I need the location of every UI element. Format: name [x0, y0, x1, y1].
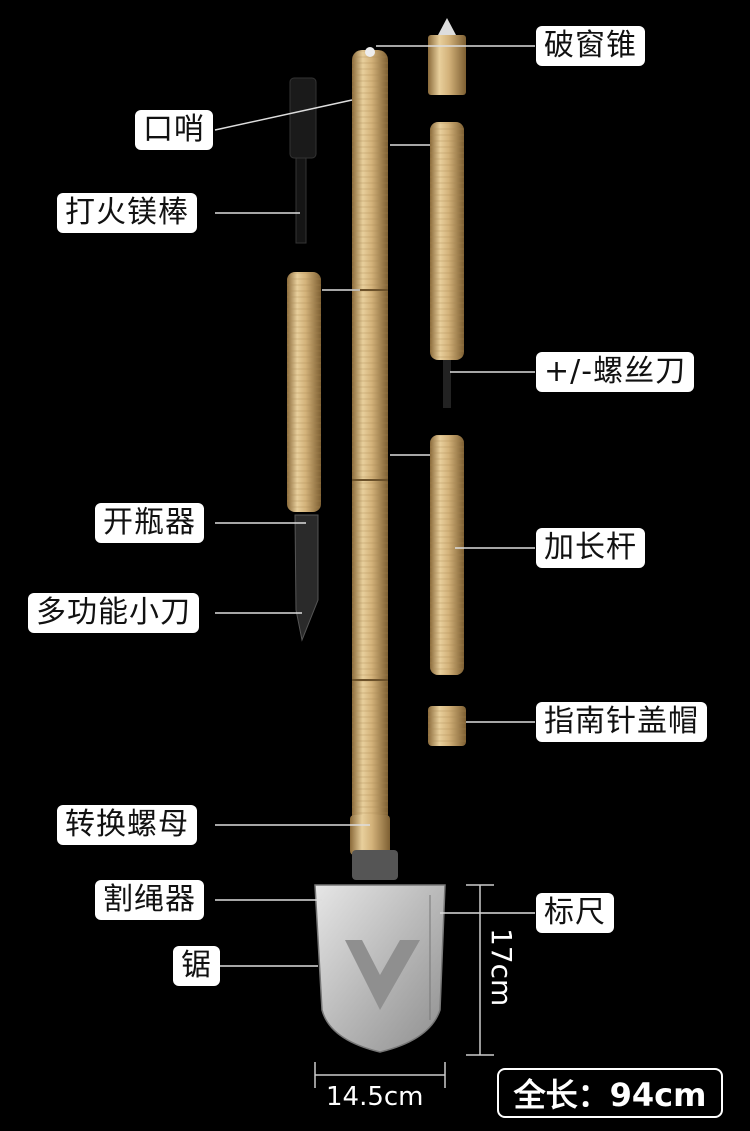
knife-part — [287, 272, 321, 642]
shovel-blade — [314, 850, 446, 1053]
label-glass-breaker: 破窗锥 — [536, 26, 645, 66]
compass-cap-part — [428, 706, 466, 746]
label-knife: 多功能小刀 — [28, 593, 199, 633]
total-length-badge: 全长：94cm — [497, 1068, 723, 1118]
label-fire-starter: 打火镁棒 — [57, 193, 197, 233]
glass-breaker-part — [428, 18, 466, 95]
height-dimension: 17cm — [485, 928, 518, 1007]
label-extension-rod: 加长杆 — [536, 528, 645, 568]
label-whistle: 口哨 — [135, 110, 213, 150]
leader-lines — [214, 45, 535, 967]
label-adapter-nut: 转换螺母 — [57, 805, 197, 845]
label-bottle-opener: 开瓶器 — [95, 503, 204, 543]
extension-rod-part — [430, 435, 464, 675]
screwdriver-part — [430, 122, 464, 408]
main-handle — [350, 47, 390, 860]
label-rope-cutter: 割绳器 — [95, 880, 204, 920]
label-ruler: 标尺 — [536, 893, 614, 933]
dimension-lines — [314, 884, 494, 1088]
label-screwdriver: +/-螺丝刀 — [536, 352, 695, 392]
width-dimension: 14.5cm — [326, 1082, 424, 1112]
label-compass-cap: 指南针盖帽 — [536, 702, 707, 742]
label-saw: 锯 — [173, 946, 220, 986]
whistle-part — [289, 77, 317, 244]
